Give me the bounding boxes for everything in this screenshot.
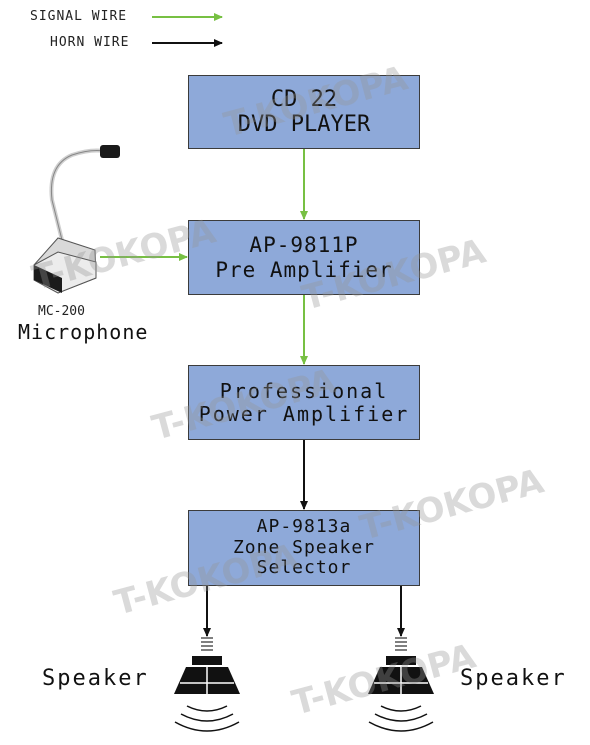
node-zone-selector: AP-9813a Zone Speaker Selector xyxy=(188,510,420,586)
legend-horn-label: HORN WIRE xyxy=(50,35,130,50)
node-power-amplifier-line2: Power Amplifier xyxy=(198,401,410,426)
node-power-amplifier-line1: Professional xyxy=(219,378,389,403)
microphone-label: Microphone xyxy=(18,320,149,344)
node-dvd-player: CD 22 DVD PLAYER xyxy=(188,75,420,149)
microphone-model: MC-200 xyxy=(38,304,85,319)
node-pre-amplifier: AP-9811P Pre Amplifier xyxy=(188,220,420,295)
speaker-left-label: Speaker xyxy=(42,666,149,691)
legend-signal-label: SIGNAL WIRE xyxy=(30,9,128,24)
node-pre-amplifier-line2: Pre Amplifier xyxy=(215,257,393,282)
node-dvd-player-line2: DVD PLAYER xyxy=(237,112,371,137)
speaker-right-label: Speaker xyxy=(460,666,567,691)
node-power-amplifier: Professional Power Amplifier xyxy=(188,365,420,440)
node-zone-selector-line2: Zone Speaker xyxy=(232,536,376,558)
node-pre-amplifier-line1: AP-9811P xyxy=(249,233,359,258)
node-zone-selector-line3: Selector xyxy=(256,557,352,579)
speaker-left-icon xyxy=(174,637,240,732)
microphone-icon xyxy=(33,145,120,294)
node-dvd-player-line1: CD 22 xyxy=(270,86,338,112)
node-zone-selector-line1: AP-9813a xyxy=(256,515,352,537)
speaker-right-icon xyxy=(368,637,434,732)
